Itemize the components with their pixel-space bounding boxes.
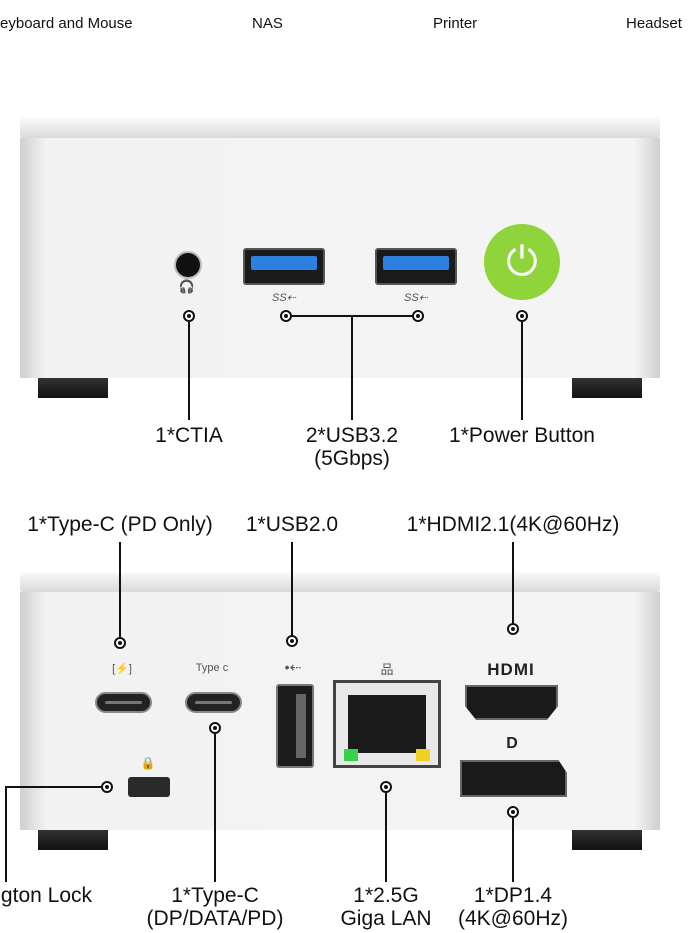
category-printer: Printer [433,15,478,32]
lan-led-yellow [416,749,430,761]
callout-dot [101,781,113,793]
usb-ss-icon: SS⇠ [272,292,296,304]
label-lan-sub: Giga LAN [340,907,432,930]
category-nas: NAS [252,15,283,32]
dp-logo: D [506,735,518,752]
label-usb32-speed: (5Gbps) [314,447,390,470]
callout-dot [507,623,519,635]
callout-line [188,322,190,420]
category-headset: Headset [626,15,682,32]
callout-line [214,734,216,882]
label-usb20: 1*USB2.0 [245,513,339,536]
usb-icon: •⇠ [284,659,302,675]
front-panel [20,138,660,378]
usb3-port-1 [243,248,325,285]
front-top-plate [20,118,660,138]
callout-dot [209,722,221,734]
hdmi-logo: HDMI [487,660,535,679]
callout-line [521,322,523,420]
label-typec-pd: 1*Type-C (PD Only) [27,513,213,536]
hdmi-port [465,685,558,720]
label-usb32: 2*USB3.2 [305,424,399,447]
callout-dot [183,310,195,322]
callout-line [512,818,514,882]
foot [38,378,108,398]
usb3-port-2 [375,248,457,285]
usb2-port [276,684,314,768]
callout-dot [516,310,528,322]
callout-line [385,793,387,882]
category-keyboard-mouse: Keyboard and Mouse [0,15,133,32]
displayport-port [460,760,567,797]
network-icon: 品 [380,662,394,677]
label-dp: 1*DP1.4 [473,884,553,907]
lock-icon: 🔒 [140,756,156,770]
power-button: ⏻ [484,224,560,300]
label-kensington: Kensington Lock [0,884,92,907]
callout-line [512,542,514,624]
label-hdmi: 1*HDMI2.1(4K@60Hz) [406,513,620,536]
headphone-icon: 🎧 [178,279,196,294]
callout-line [5,786,7,882]
typec-pd-port [95,692,152,713]
foot [572,830,642,850]
kensington-slot [128,777,170,797]
audio-jack [174,251,202,279]
usb-ss-icon: SS⇠ [404,292,428,304]
label-typec-sub: (DP/DATA/PD) [146,907,284,930]
rear-top-plate [20,572,660,592]
callout-line [5,786,101,788]
callout-line [119,542,121,638]
callout-line [291,542,293,636]
callout-dot [114,637,126,649]
typec-text: Type c [195,662,229,674]
lan-port [333,680,441,768]
callout-dot [286,635,298,647]
callout-line [351,316,353,420]
callout-dot [280,310,292,322]
foot [38,830,108,850]
typec-port [185,692,242,713]
callout-dot [412,310,424,322]
label-ctia: 1*CTIA [155,424,223,447]
label-dp-sub: (4K@60Hz) [457,907,569,930]
lan-led-green [344,749,358,761]
callout-dot [507,806,519,818]
label-power: 1*Power Button [449,424,595,447]
callout-dot [380,781,392,793]
foot [572,378,642,398]
label-lan: 1*2.5G [353,884,419,907]
label-typec: 1*Type-C [171,884,259,907]
pd-icon: [⚡] [112,663,132,675]
